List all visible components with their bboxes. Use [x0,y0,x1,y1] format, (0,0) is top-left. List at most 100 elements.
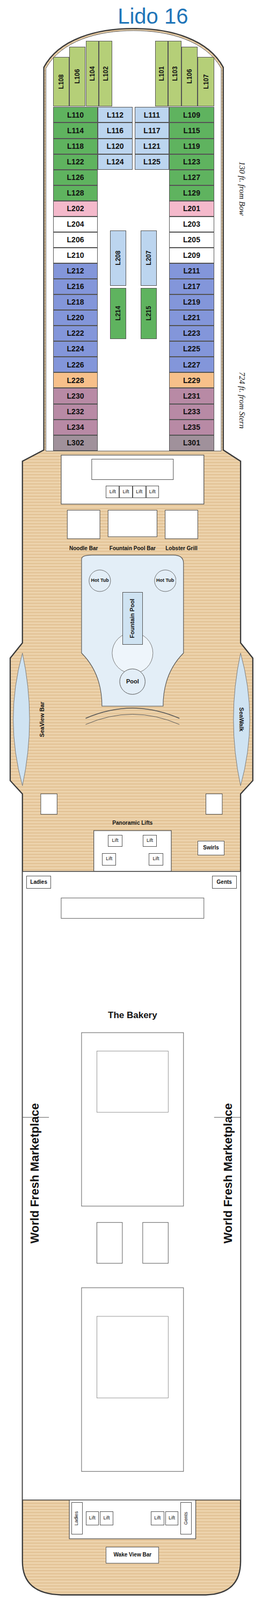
node-text: L222 [67,329,85,338]
node-text: Gents [216,878,232,885]
facility-box: Swirls [197,840,224,855]
facility-box: Lift [107,834,123,847]
node-text: L219 [183,297,201,307]
node-text: L102 [102,66,109,81]
node-text: L233 [183,407,201,416]
cabin-box: L104 [85,40,100,107]
cabin-box: L234 [53,419,99,435]
node-text: L229 [183,376,201,385]
node-text: L122 [67,157,85,166]
facility-box: Gents [212,875,237,889]
cabin-box: L110 [53,106,99,123]
node-text: L111 [143,111,160,120]
cabin-box: L227 [169,356,215,373]
cabin-box: L216 [53,278,99,295]
cabin-box: L206 [53,231,99,248]
cabin-box: L202 [53,200,99,217]
cabin-box: L102 [98,40,113,107]
node-text: L112 [106,111,124,120]
venue-label: Fountain Pool Bar [109,544,156,551]
node-text: Swirls [202,844,219,851]
venue-label: Noodle Bar [69,544,98,551]
cabin-box: L221 [169,309,215,326]
node-text: Lift [154,1514,161,1520]
venue-label: SeaWalk [238,707,245,732]
node-text: L235 [183,423,201,432]
node-text: L208 [114,250,122,266]
node-text: L225 [183,344,201,353]
facility-box: Lift [119,485,133,498]
node-text: L104 [89,66,97,81]
node-text: L210 [67,251,85,260]
node-text: L224 [67,344,85,353]
node-text: L203 [183,220,201,229]
cabin-box: L223 [169,325,215,341]
node-text: L126 [67,173,85,182]
node-text: Lift [146,837,154,843]
node-text: L101 [158,66,166,81]
facility-box: Lift [85,1510,100,1525]
cabin-box: L232 [53,403,99,420]
node-text: L205 [183,235,201,244]
facility-box: Lift [148,852,164,865]
node-text: L123 [183,157,201,166]
node-text: L209 [183,251,201,260]
cabin-box: L106 [69,46,86,106]
facility-box: Fountain Pool [122,591,143,645]
cabin-box: L122 [53,154,99,170]
node-text: Fountain Pool [129,598,136,638]
node-text: L207 [145,250,153,266]
cabin-box: L127 [169,169,215,186]
cabin-box: L108 [53,56,70,106]
node-text: L228 [67,376,85,385]
cabin-box: L121 [134,138,170,155]
node-text: L223 [183,329,201,338]
cabin-box: L205 [169,231,215,248]
distance-note: 724 ft. from Stern [237,371,247,428]
cabin-box: L217 [169,278,215,295]
node-text: Gents [183,1510,189,1524]
node-text: Hot Tub [156,577,174,583]
node-text: L114 [67,126,84,135]
cabin-box: L228 [53,372,99,388]
node-text: L129 [183,188,201,198]
cabin-box: L124 [97,154,133,170]
cabin-box: L212 [53,263,99,279]
node-text: Lift [105,855,113,861]
node-text: Lift [168,1514,176,1520]
node-text: L103 [171,66,179,81]
cabin-box: L301 [169,434,215,451]
facility-box: Ladies [26,875,52,889]
node-text: L124 [106,157,125,166]
node-text: L108 [57,74,65,89]
node-text: Hot Tub [90,577,109,583]
node-text: L220 [67,313,85,322]
node-text: L302 [67,438,85,447]
cabin-box: L207 [140,230,157,286]
cabin-box: L219 [169,294,215,310]
node-text: L128 [67,188,85,198]
node-text: L201 [183,204,201,213]
venue-label: SeaView Bar [38,701,46,737]
cabin-box: L101 [155,40,169,107]
node-text: Lift [112,837,119,843]
node-text: L119 [183,142,200,151]
cabin-box: L210 [53,247,99,264]
node-text: L301 [183,438,201,447]
facility-box: Lift [99,1510,114,1525]
facility-box: Lift [150,1510,165,1525]
facility-box: Lift [146,485,160,498]
cabin-box: L229 [169,372,215,388]
venue-label: Lobster Grill [165,544,198,551]
cabin-box: L111 [134,106,170,123]
node-text: Lift [135,489,143,494]
cabin-box: L117 [134,122,170,138]
node-text: Ladies [30,878,48,885]
node-text: Ladies [74,1510,80,1525]
node-text: L118 [67,142,84,151]
facility-box: Lift [132,485,147,498]
facility-box: Lift [142,834,158,847]
facility-box: Lift [102,852,117,865]
node-text: L221 [183,313,201,322]
